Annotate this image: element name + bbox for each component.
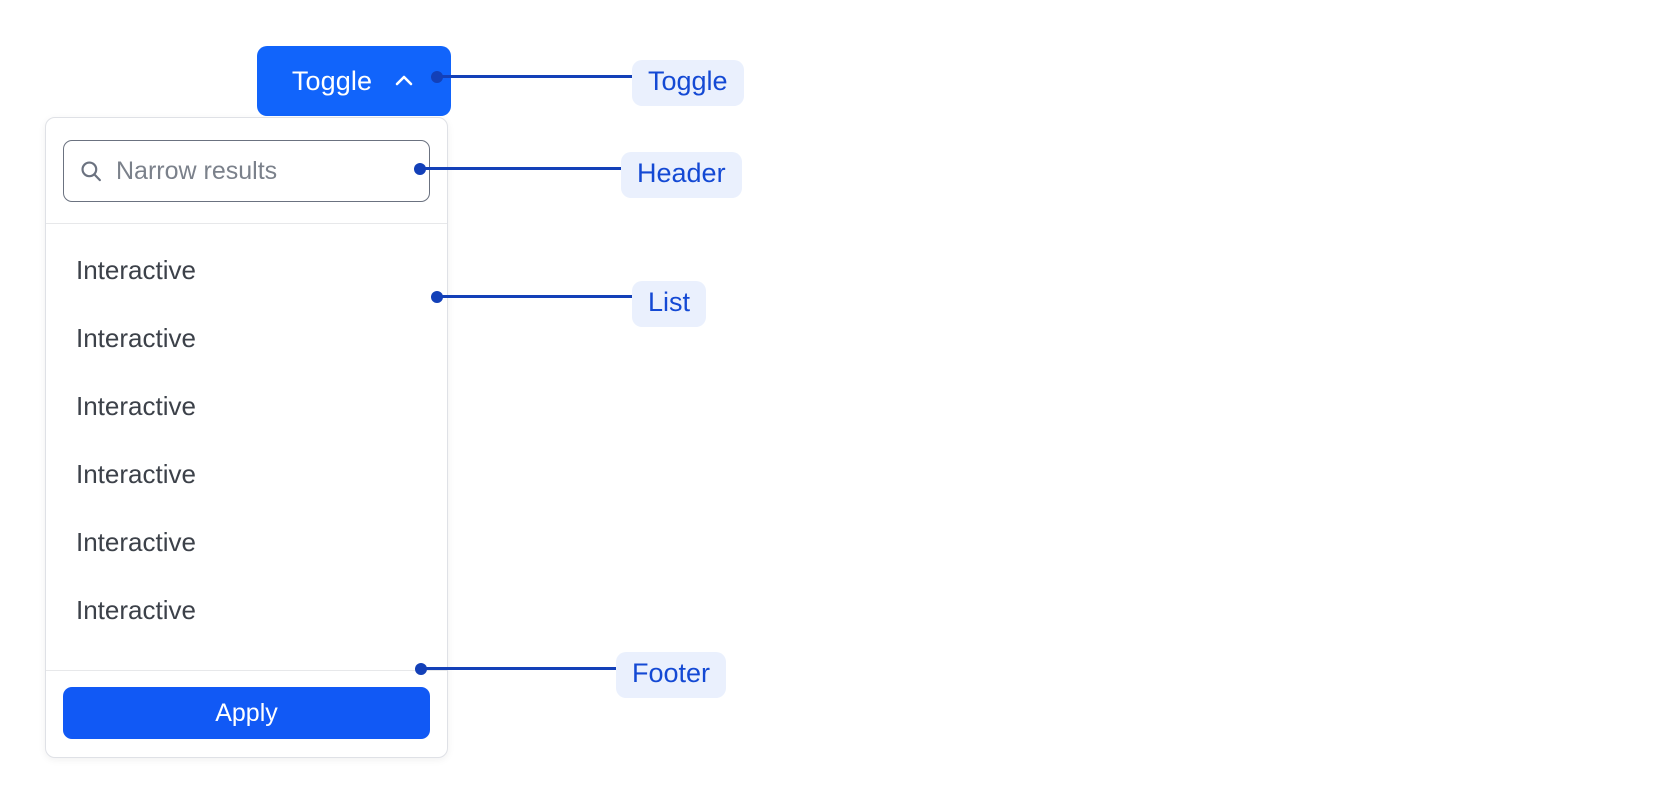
list-item-label: Interactive	[76, 322, 196, 353]
list-item-label: Interactive	[76, 458, 196, 489]
list-item[interactable]: Interactive	[46, 304, 447, 372]
list-item[interactable]: Interactive	[46, 440, 447, 508]
list-item[interactable]: Interactive	[46, 372, 447, 440]
list-item-label: Interactive	[76, 526, 196, 557]
callout-line-toggle	[437, 75, 632, 78]
apply-button[interactable]: Apply	[63, 687, 430, 739]
callout-label-list: List	[632, 281, 707, 327]
dropdown-footer: Apply	[46, 670, 447, 757]
list-item[interactable]: Interactive	[46, 508, 447, 576]
dropdown-panel: Interactive Interactive Interactive Inte…	[45, 117, 448, 758]
callout-line-header	[420, 167, 621, 170]
callout-label-toggle: Toggle	[632, 60, 744, 106]
callout-label-header: Header	[621, 152, 742, 198]
dropdown-list: Interactive Interactive Interactive Inte…	[46, 224, 447, 670]
search-icon	[78, 158, 116, 184]
list-item[interactable]: Interactive	[46, 236, 447, 304]
callout-label-footer: Footer	[616, 652, 727, 698]
list-item-label: Interactive	[76, 254, 196, 285]
dropdown-header	[46, 118, 447, 224]
toggle-button[interactable]: Toggle	[257, 46, 451, 116]
search-box[interactable]	[63, 140, 430, 202]
list-item-label: Interactive	[76, 390, 196, 421]
list-item[interactable]: Interactive	[46, 576, 447, 644]
list-item-label: Interactive	[76, 594, 196, 625]
search-input[interactable]	[116, 156, 415, 186]
callout-line-list	[437, 295, 632, 298]
toggle-button-label: Toggle	[291, 65, 373, 96]
chevron-up-icon	[392, 69, 416, 93]
callout-line-footer	[421, 667, 616, 670]
